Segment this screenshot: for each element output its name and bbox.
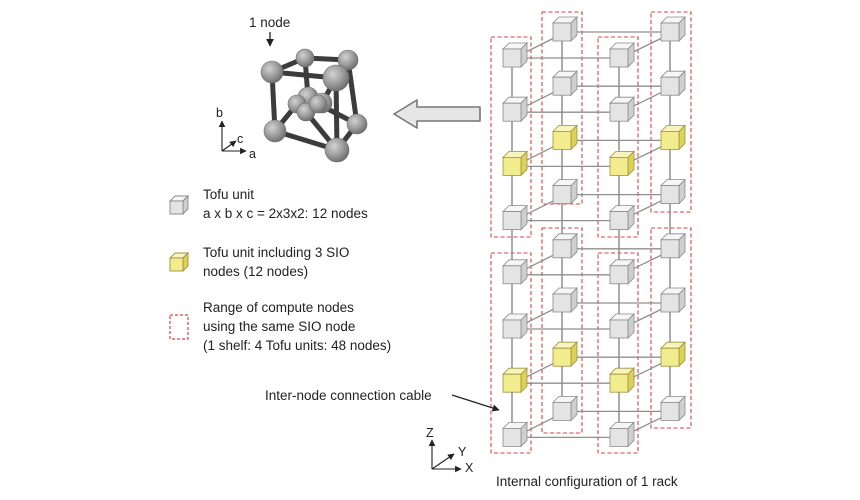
rack-configuration [490,11,692,454]
sio-range-box [490,252,532,454]
rack-axes [428,439,462,473]
sio-node-cube [502,367,528,394]
legend-dashed-range-icon [169,314,189,340]
legend-range-line2: using the same SIO node [203,319,356,334]
compute-node-cube [660,178,686,205]
sio-node-cube [609,150,635,177]
cable-label: Inter-node connection cable [265,388,432,403]
sio-node-cube [502,150,528,177]
sio-range-box [597,252,639,454]
compute-node-cube [609,258,635,285]
node-ball [346,113,368,135]
axis-x-label: X [465,461,474,475]
compute-node-cube [552,178,578,205]
compute-node-cube [552,395,578,422]
compute-node-cube [609,42,635,68]
node-ball [260,60,284,84]
axis-c-label: c [237,132,244,146]
sio-node-cube [552,341,578,368]
sio-range-box [541,11,583,205]
sio-range-box [597,36,639,238]
sio-range-box [490,36,532,238]
compute-node-cube [660,395,686,422]
legend-range-line1: Range of compute nodes [203,300,354,315]
cluster-rod [345,57,360,127]
compute-node-cube [502,258,528,285]
sio-node-cube [660,124,686,151]
compute-node-cube [552,232,578,259]
rack-caption: Internal configuration of 1 rack [496,474,678,489]
sio-node-cube [660,341,686,368]
legend-tofu-unit-line1: Tofu unit [203,187,255,202]
sio-range-box [650,11,692,213]
compute-node-cube [502,313,528,339]
axis-b-label: b [216,106,223,120]
legend-yellow-cube-icon [168,251,190,273]
compute-node-cube [660,70,686,97]
compute-node-cube [502,96,528,123]
legend-sio-unit-line1: Tofu unit including 3 SIO [203,245,350,260]
legend-sio-unit-line2: nodes (12 nodes) [203,264,309,279]
cable-pointer-arrow [451,394,500,412]
tofu-unit-model [260,48,368,163]
axis-z-label: Z [426,426,434,440]
legend-tofu-unit-line2: a x b x c = 2x3x2: 12 nodes [203,206,368,221]
node-label: 1 node [249,15,291,30]
node-ball [263,119,287,143]
compute-node-cube [552,287,578,313]
sio-range-box [650,227,692,429]
legend-range-line3: (1 shelf: 4 Tofu units: 48 nodes) [203,338,392,353]
node-ball [322,64,350,92]
compute-node-cube [502,204,528,231]
axis-a-label: a [249,147,256,161]
compute-node-cube [660,16,686,42]
compute-node-cube [609,204,635,231]
compute-node-cube [660,287,686,313]
compute-node-cube [552,70,578,97]
unit-axes [218,120,247,155]
sio-node-cube [552,124,578,151]
node-ball [295,48,315,68]
node-ball [308,94,328,114]
compute-node-cube [660,232,686,259]
node-ball [337,49,359,71]
sio-node-cube [609,367,635,394]
axis-y-label: Y [458,445,467,459]
compute-node-cube [552,16,578,42]
legend-gray-cube-icon [168,194,190,216]
compute-node-cube [609,421,635,448]
compute-node-cube [609,96,635,123]
compute-node-cube [609,313,635,339]
node-ball [324,137,350,163]
compute-node-cube [502,421,528,448]
compute-node-cube [502,42,528,68]
zoom-arrow [393,99,481,129]
